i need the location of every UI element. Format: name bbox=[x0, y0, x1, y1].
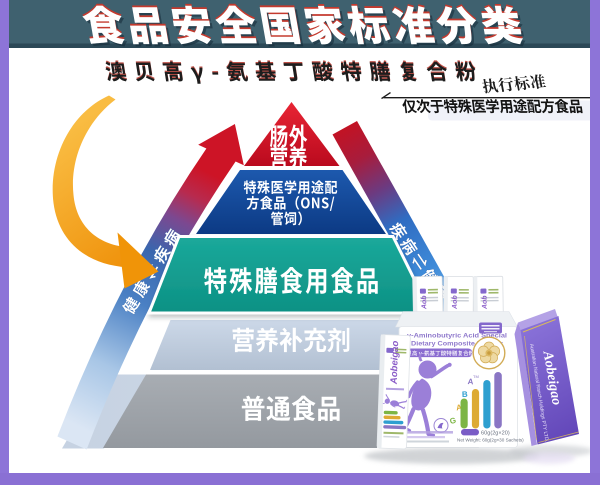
svg-text:60g(2g×20): 60g(2g×20) bbox=[481, 431, 510, 437]
svg-text:Net Weight: 60g(2g×30 Sachets): Net Weight: 60g(2g×30 Sachets) bbox=[457, 438, 524, 443]
svg-text:Aob: Aob bbox=[421, 295, 428, 310]
svg-text:Aob: Aob bbox=[481, 295, 488, 310]
svg-text:Aob: Aob bbox=[452, 295, 459, 310]
svg-text:Aobeigao: Aobeigao bbox=[389, 340, 402, 385]
svg-text:TM: TM bbox=[473, 374, 479, 379]
svg-text:Dietary Composite Powder: Dietary Composite Powder bbox=[411, 341, 504, 348]
svg-text:γ-Aminobutyric Acid Special: γ-Aminobutyric Acid Special bbox=[407, 333, 507, 340]
svg-text:A: A bbox=[467, 377, 474, 386]
svg-text:A: A bbox=[456, 403, 463, 413]
svg-text:G: G bbox=[449, 416, 457, 426]
svg-text:B: B bbox=[462, 390, 468, 399]
